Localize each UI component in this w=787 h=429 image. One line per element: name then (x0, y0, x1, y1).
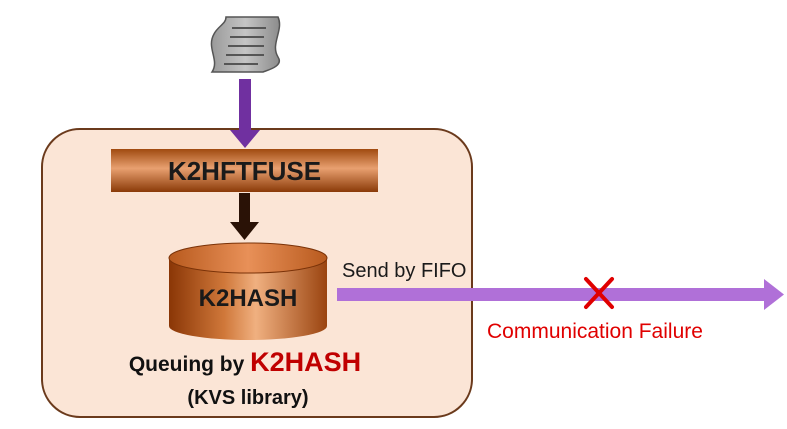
queuing-label: Queuing by K2HASH (129, 347, 361, 377)
internal-arrow (230, 193, 259, 240)
input-arrow (230, 79, 260, 148)
k2hash-database-cylinder: K2HASH (168, 242, 328, 340)
k2hftfuse-bar: K2HFTFUSE (111, 149, 378, 192)
document-scroll-icon (210, 16, 281, 73)
send-by-fifo-label: Send by FIFO (342, 260, 467, 282)
queuing-accent: K2HASH (250, 347, 361, 377)
red-x-icon (584, 277, 614, 309)
k2hftfuse-label: K2HFTFUSE (168, 156, 321, 186)
fifo-output-arrow (337, 279, 784, 310)
k2hash-label: K2HASH (199, 285, 298, 312)
queuing-prefix: Queuing by (129, 353, 250, 376)
communication-failure-label: Communication Failure (487, 320, 703, 343)
kvs-library-label: (KVS library) (187, 387, 308, 409)
